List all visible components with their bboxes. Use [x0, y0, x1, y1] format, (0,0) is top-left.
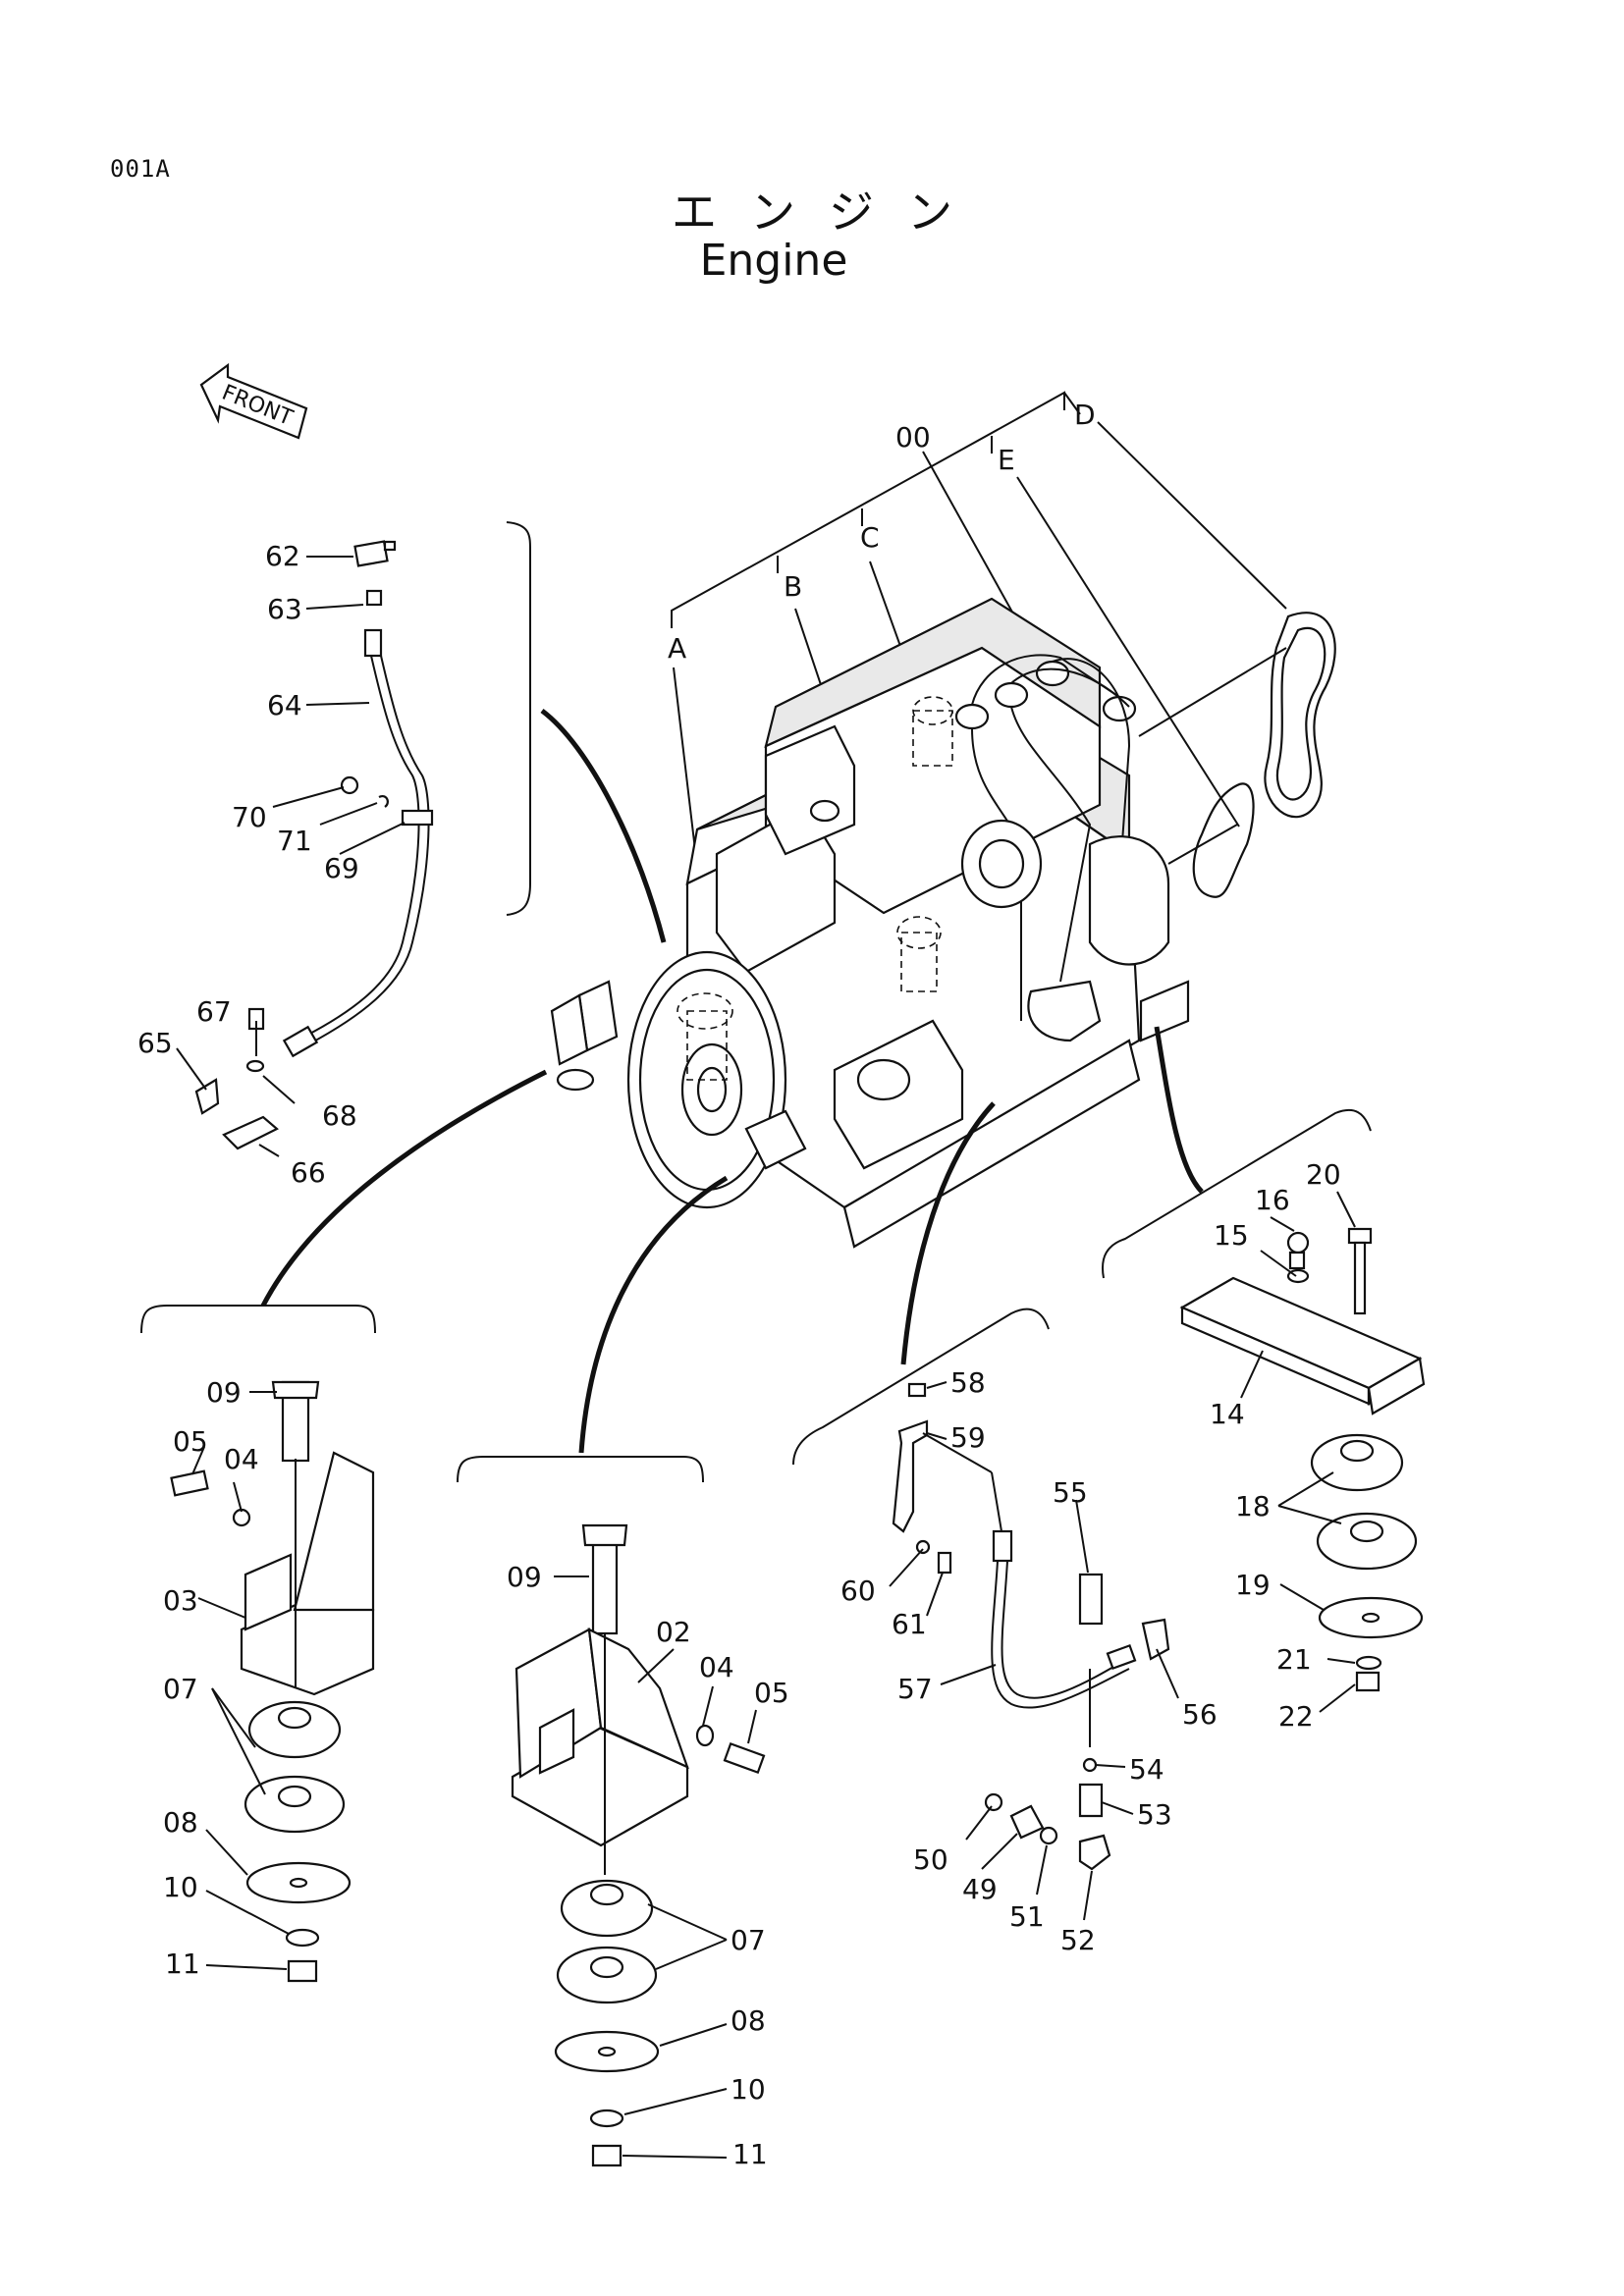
leader-lines-mount-right	[1240, 1191, 1356, 1713]
leader-lines-mount-center	[554, 1575, 757, 2159]
callout-63: 63	[267, 593, 302, 625]
callout-59: 59	[950, 1421, 986, 1454]
mount-group-center	[511, 1523, 766, 2167]
group-braces	[140, 521, 1372, 1483]
callout-67: 67	[196, 995, 232, 1028]
group-connectors	[260, 709, 1204, 1454]
callout-65: 65	[137, 1027, 173, 1059]
page-code: 001A	[110, 155, 171, 183]
callout-08-center: 08	[731, 2004, 766, 2037]
callout-62: 62	[265, 540, 300, 572]
engine-assembly	[626, 597, 1190, 1249]
callout-18: 18	[1235, 1490, 1271, 1522]
front-arrow-icon: FRONT	[199, 362, 308, 440]
callout-60: 60	[840, 1575, 876, 1607]
callout-08-left: 08	[163, 1806, 198, 1839]
group-leaders	[671, 391, 1287, 1002]
callout-10-left: 10	[163, 1871, 198, 1903]
leader-lines-fuel	[889, 1381, 1179, 1921]
callout-50: 50	[913, 1843, 948, 1876]
callout-56: 56	[1182, 1698, 1218, 1731]
callout-11-center: 11	[732, 2138, 768, 2170]
callout-20: 20	[1306, 1158, 1341, 1191]
v-belts	[1138, 612, 1336, 898]
callout-54: 54	[1129, 1753, 1164, 1786]
callout-05-center: 05	[754, 1677, 789, 1709]
callout-21: 21	[1276, 1643, 1312, 1676]
callout-07-center: 07	[731, 1924, 766, 1956]
callout-10-center: 10	[731, 2073, 766, 2106]
callout-70: 70	[232, 801, 267, 833]
title-english: Engine	[699, 236, 848, 286]
callout-49: 49	[962, 1873, 998, 1905]
callout-52: 52	[1060, 1924, 1096, 1956]
callout-68: 68	[322, 1099, 357, 1132]
group-label-00: 00	[895, 421, 931, 454]
hose-group-left	[194, 540, 434, 1150]
callout-69: 69	[324, 852, 359, 884]
callout-58: 58	[950, 1366, 986, 1399]
callout-04-center: 04	[699, 1651, 734, 1683]
callout-05-left: 05	[173, 1425, 208, 1458]
title-japanese: エンジン	[672, 186, 986, 239]
fuel-line-group	[892, 1382, 1170, 1871]
callout-57: 57	[897, 1673, 933, 1705]
callout-14: 14	[1210, 1398, 1245, 1430]
callout-55: 55	[1053, 1476, 1088, 1509]
callout-53: 53	[1137, 1798, 1172, 1831]
callout-16: 16	[1255, 1184, 1290, 1216]
group-label-a: A	[668, 632, 686, 665]
callout-22: 22	[1278, 1700, 1314, 1733]
group-label-b: B	[784, 570, 802, 603]
callout-64: 64	[267, 689, 302, 721]
callout-15: 15	[1214, 1219, 1249, 1252]
group-label-e: E	[998, 444, 1015, 476]
callout-11-left: 11	[165, 1948, 200, 1980]
callout-07-left: 07	[163, 1673, 198, 1705]
callout-09-center: 09	[507, 1561, 542, 1593]
mount-group-right	[1179, 1227, 1426, 1692]
callout-71: 71	[277, 825, 312, 857]
front-mount-bracket	[550, 980, 619, 1092]
callout-02: 02	[656, 1616, 691, 1648]
mount-group-left	[170, 1380, 375, 1983]
callout-66: 66	[291, 1156, 326, 1189]
leader-lines-left	[176, 556, 406, 1157]
group-label-c: C	[860, 521, 880, 554]
callout-19: 19	[1235, 1569, 1271, 1601]
callout-09-left: 09	[206, 1376, 242, 1409]
callout-51: 51	[1009, 1900, 1045, 1933]
group-label-d: D	[1074, 399, 1096, 431]
leader-lines-mount-left	[191, 1391, 290, 1970]
callout-61: 61	[892, 1608, 927, 1640]
callout-04-left: 04	[224, 1443, 259, 1475]
callout-03: 03	[163, 1584, 198, 1617]
